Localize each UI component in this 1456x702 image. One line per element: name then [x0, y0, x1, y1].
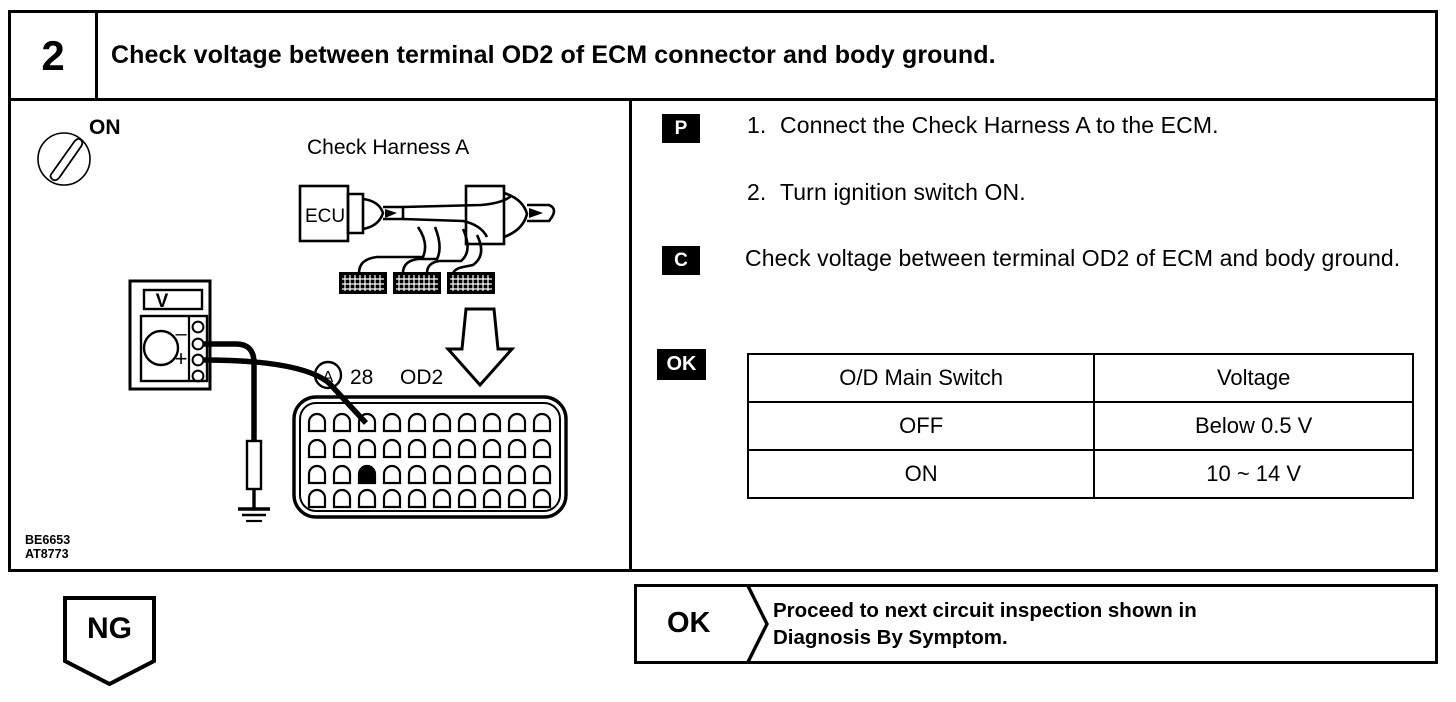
table-row: ON 10 ~ 14 V [746, 449, 1414, 499]
meter-plus-label: + [175, 346, 188, 371]
specification-table: O/D Main Switch Voltage OFF Below 0.5 V … [746, 353, 1414, 499]
ok-result-box[interactable]: OK Proceed to next circuit inspection sh… [634, 584, 1438, 664]
ok-message: Proceed to next circuit inspection shown… [773, 597, 1427, 652]
meter-display-label: V [156, 291, 169, 312]
ok-message-line1: Proceed to next circuit inspection shown… [773, 599, 1197, 622]
cell-voltage-off: Below 0.5 V [1093, 401, 1414, 451]
figure-code-line1: BE6653 [25, 533, 71, 547]
step-number: 2 [41, 31, 65, 79]
table-header-row: O/D Main Switch Voltage [746, 353, 1414, 403]
breakout-blocks [339, 272, 495, 294]
breakout-block-2 [393, 272, 441, 294]
harness-title: Check Harness A [307, 136, 469, 159]
connector-terminal-grid [307, 412, 552, 509]
procedure-step-2-text: Turn ignition switch ON. [780, 179, 1026, 205]
ecm-connector-housing [292, 395, 568, 519]
ground-symbol-icon [238, 439, 270, 523]
ng-result-shield[interactable] [62, 595, 157, 687]
callout-circle-a [313, 360, 343, 390]
ok-label: OK [667, 607, 711, 639]
ecu-label: ECU [305, 206, 345, 227]
figure-code-line2: AT8773 [25, 547, 69, 561]
down-arrow-icon [444, 307, 516, 388]
step-number-cell: 2 [11, 13, 98, 98]
column-header-voltage: Voltage [1093, 353, 1414, 403]
procedure-step-2-number: 2. [747, 179, 767, 205]
inspection-step-box: 2 Check voltage between terminal OD2 of … [8, 10, 1438, 572]
breakout-block-3 [447, 272, 495, 294]
harness-connector-right [464, 184, 556, 246]
harness-connector-left [346, 192, 405, 235]
column-header-switch: O/D Main Switch [746, 353, 1096, 403]
harness-branches [357, 226, 483, 276]
ng-label: NG [87, 612, 132, 645]
page-title: Check voltage between terminal OD2 of EC… [111, 41, 996, 69]
cell-switch-on: ON [746, 449, 1096, 499]
badge-ok-spec: OK [657, 349, 706, 380]
ng-shield-shape [63, 596, 156, 687]
procedure-pane: P 1. Connect the Check Harness A to the E… [635, 101, 1435, 569]
procedure-step-1-text: Connect the Check Harness A to the ECM. [780, 112, 1219, 138]
illustration-pane: ON Check Harness A ECU V – + A 28 OD2 BE… [11, 101, 632, 569]
voltmeter [128, 279, 212, 391]
harness-cable [402, 194, 512, 238]
cell-switch-off: OFF [746, 401, 1096, 451]
figure-code: BE6653 AT8773 [25, 533, 70, 561]
breakout-block-1 [339, 272, 387, 294]
ok-message-line2: Diagnosis By Symptom. [773, 626, 1008, 650]
step-title-cell: Check voltage between terminal OD2 of EC… [111, 13, 1429, 98]
step-body: ON Check Harness A ECU V – + A 28 OD2 BE… [11, 101, 1435, 569]
badge-check: C [662, 246, 700, 275]
chevron-right-icon [745, 584, 769, 664]
callout-letter-a: A [323, 369, 334, 386]
procedure-step-1-number: 1. [747, 112, 767, 138]
ignition-on-label: ON [89, 116, 121, 139]
ignition-key-icon [37, 132, 91, 186]
target-terminal-od2 [357, 464, 377, 485]
wiring-illustration: ON Check Harness A ECU V – + A 28 OD2 [37, 116, 568, 523]
check-instruction: Check voltage between terminal OD2 of EC… [745, 245, 1401, 271]
cell-voltage-on: 10 ~ 14 V [1093, 449, 1414, 499]
pin-number-label: 28 [350, 366, 373, 389]
meter-minus-label: – [175, 323, 187, 345]
table-row: OFF Below 0.5 V [746, 401, 1414, 451]
badge-preparation: P [662, 114, 700, 143]
procedure-step-2: 2. Turn ignition switch ON. [747, 179, 1026, 206]
pin-name-label: OD2 [400, 366, 443, 389]
procedure-step-1: 1. Connect the Check Harness A to the ECM… [747, 112, 1219, 139]
step-header: 2 Check voltage between terminal OD2 of … [11, 13, 1435, 101]
test-leads [202, 341, 369, 441]
